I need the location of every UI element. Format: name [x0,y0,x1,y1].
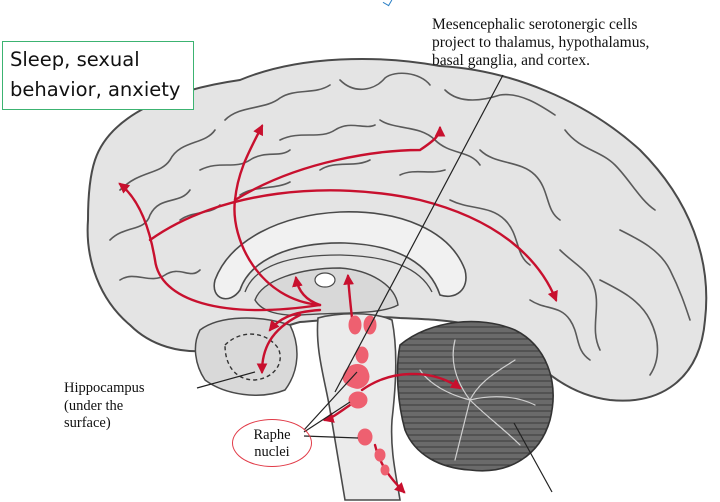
raphe-leader-1 [303,371,358,431]
pathway-to-thalamus [292,275,322,307]
pathway-to-cortex-upper [233,125,446,202]
caption-line-2: project to thalamus, hypothalamus, [432,34,650,51]
hippocampus-line-2: (under the [64,397,124,414]
hippocampus-leader [196,371,256,389]
raphe-nuclei-label: Raphe nuclei [232,419,312,467]
cerebellum-leader [513,422,553,493]
hippocampus-label: Hippocampus (under the surface) [64,380,145,433]
hippocampus-line-3: surface) [64,415,111,431]
caption-line-1: Mesencephalic serotonergic cells [432,16,638,33]
topic-line-1: Sleep, sexual [10,48,140,71]
cerebellum [396,320,554,472]
thalamus [254,267,399,316]
pathway-to-amygdala [322,403,352,423]
caption-leader [334,74,504,393]
pathway-to-hippocampus [256,313,302,375]
raphe-leader-2 [303,401,351,433]
raphe-line-2: nuclei [254,444,290,460]
topic-box: Sleep, sexual behavior, anxiety [2,41,194,110]
caption-line-3: basal ganglia, and cortex. [432,52,590,69]
topic-line-2: behavior, anxiety [10,78,181,101]
pathway-to-cerebellum [360,372,462,392]
raphe-leader-3 [303,435,359,439]
corpus-callosum [213,211,467,300]
raphe-line-1: Raphe [253,427,291,443]
pathway-to-cortex-top [233,124,322,307]
hippocampus-line-1: Hippocampus [64,380,145,396]
leader-lines [196,74,553,493]
pathway-to-cortex-back [148,189,558,303]
pathway-caption: Mesencephalic serotonergic cells project… [432,16,720,70]
pathway-to-cortex-front [118,182,322,312]
serotonergic-pathways [118,124,558,494]
pathway-to-hypothalamus [268,308,322,332]
pathway-to-thalamus-2 [343,273,355,320]
